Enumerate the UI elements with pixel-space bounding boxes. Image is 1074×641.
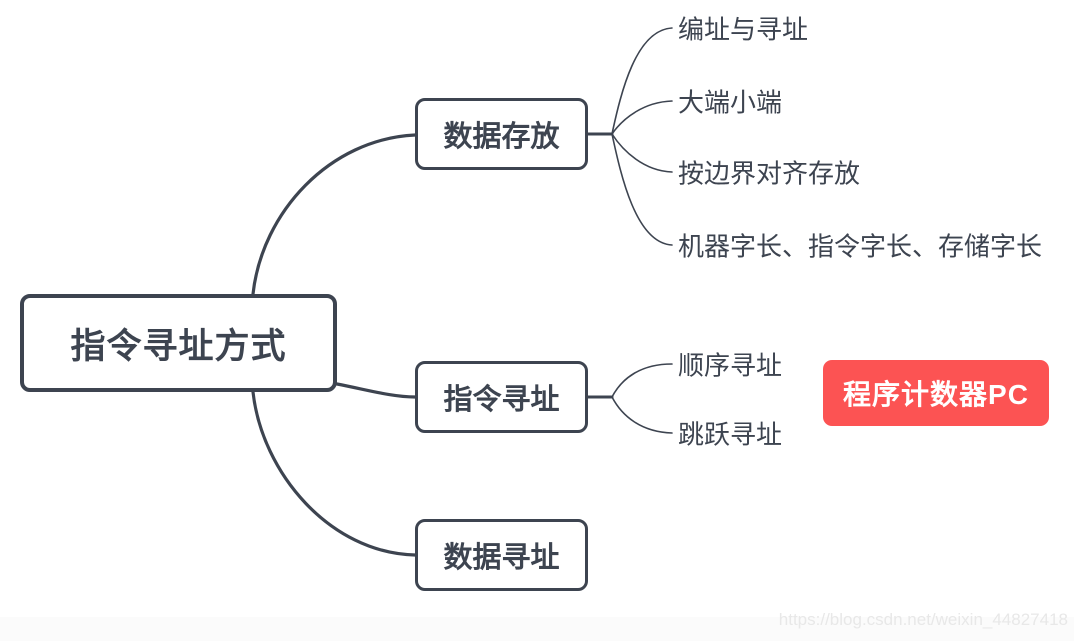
root-node: 指令寻址方式: [20, 294, 337, 392]
edge-root-to-data-addressing: [251, 390, 417, 557]
edge-to-leaf-word-lengths: [611, 133, 673, 246]
branch-node-data-addressing: 数据寻址: [415, 519, 588, 591]
edge-root-to-instruction-addressing: [335, 382, 417, 399]
leaf-word-lengths: 机器字长、指令字长、存储字长: [678, 231, 1043, 262]
leaf-addressing: 编址与寻址: [678, 14, 809, 45]
edge-to-leaf-addressing: [611, 27, 673, 135]
watermark-url: https://blog.csdn.net/weixin_44827418: [778, 610, 1068, 629]
program-counter-badge: 程序计数器PC: [823, 360, 1049, 426]
leaf-endianness: 大端小端: [678, 87, 783, 118]
branch-node-data-storage: 数据存放: [415, 98, 588, 170]
bottom-band: [0, 617, 1074, 641]
root-node-label: 指令寻址方式: [70, 326, 287, 366]
leaf-boundary-alignment: 按边界对齐存放: [678, 158, 861, 189]
leaf-jump-addressing: 跳跃寻址: [678, 419, 783, 450]
edge-to-leaf-endianness: [611, 100, 673, 135]
branch-node-instruction-addressing-label: 指令寻址: [443, 384, 560, 416]
branch-node-data-storage-label: 数据存放: [443, 121, 560, 153]
edge-to-leaf-boundary-alignment: [611, 133, 673, 173]
edge-to-leaf-jump-addressing: [611, 396, 673, 434]
leaf-sequential-addressing: 顺序寻址: [678, 350, 783, 381]
program-counter-badge-label: 程序计数器PC: [843, 379, 1029, 410]
branch-node-data-addressing-label: 数据寻址: [443, 542, 560, 574]
edge-to-leaf-sequential-addressing: [611, 363, 673, 398]
branch-node-instruction-addressing: 指令寻址: [415, 361, 588, 433]
edge-root-to-data-storage: [251, 133, 417, 296]
